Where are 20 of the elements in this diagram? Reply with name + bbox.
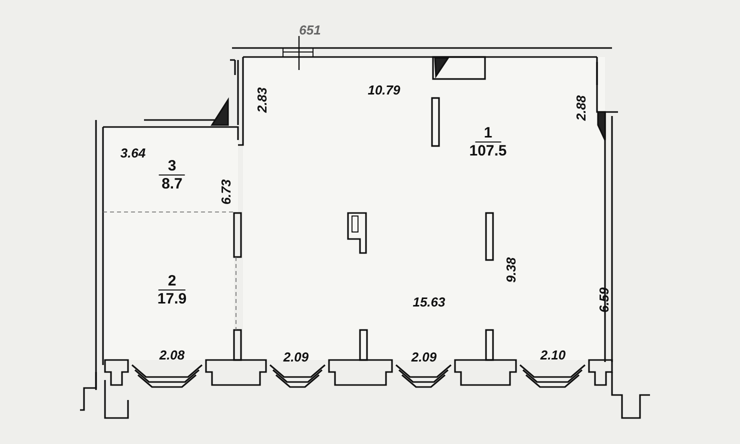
- room-number: 3: [158, 158, 186, 176]
- room-floor: [103, 127, 238, 212]
- dimension-value: 3.64: [120, 146, 146, 160]
- dimension-value: 9.38: [504, 257, 518, 283]
- dimension-value: 2.09: [283, 350, 309, 364]
- room-number: 1: [474, 124, 502, 142]
- dimension-value: 6.73: [218, 179, 234, 205]
- room-area: 8.7: [162, 176, 182, 192]
- dimension-value: 10.79: [368, 82, 400, 98]
- room-area: 17.9: [157, 290, 187, 308]
- dimension-value: 2.88: [574, 95, 588, 121]
- room-number: 2: [158, 272, 186, 290]
- dimension-value: 2.83: [254, 87, 270, 113]
- dimension-value: 651: [299, 22, 321, 38]
- dimension-value: 2.09: [411, 350, 437, 364]
- room-floor: [103, 212, 234, 360]
- room-area: 107.5: [469, 142, 507, 160]
- dimension-value: 15.63: [412, 294, 446, 310]
- dimension-value: 2.10: [540, 348, 566, 362]
- dimension-value: 2.08: [159, 348, 185, 362]
